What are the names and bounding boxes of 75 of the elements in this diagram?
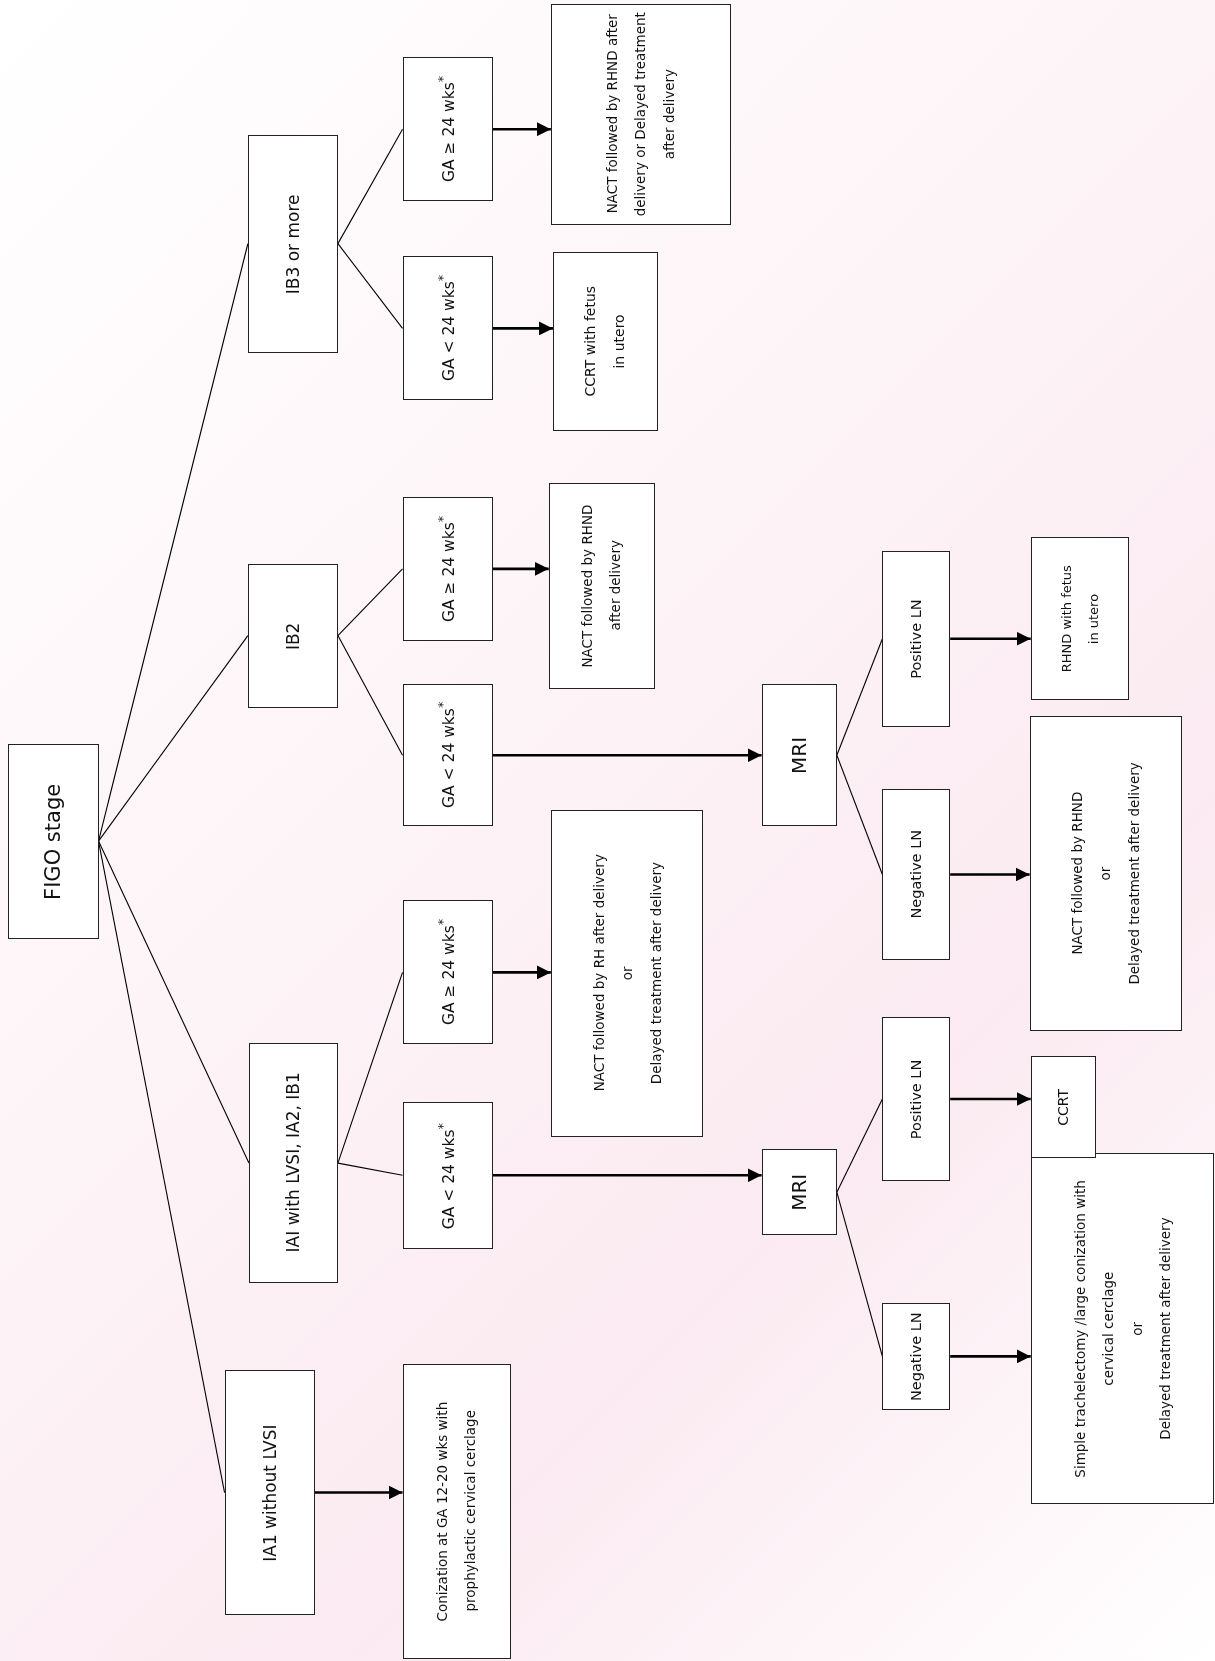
- process-box: [882, 1016, 951, 1182]
- node-text: RHND with fetus in utero: [1057, 564, 1102, 675]
- node-text: NACT followed by RHND after delivery: [578, 503, 625, 670]
- process-box: [402, 496, 493, 641]
- node-text: IB2: [281, 621, 304, 650]
- mri-box: [761, 684, 837, 827]
- process-box: [882, 550, 951, 727]
- arrow: [950, 1092, 1031, 1106]
- process-box: [402, 256, 493, 401]
- process-box: [1030, 1056, 1097, 1158]
- connector-line: [836, 1098, 883, 1193]
- arrow: [492, 965, 551, 980]
- process-box: [224, 1369, 315, 1616]
- process-box: [552, 252, 658, 432]
- node-text: Simple trachelectomy /large conization with cervical cerclage: [1070, 1178, 1117, 1480]
- process-box: [548, 483, 655, 689]
- connector-line: [337, 243, 404, 329]
- arrow: [492, 321, 553, 336]
- process-box: [1030, 1152, 1214, 1505]
- arrow: [950, 631, 1031, 646]
- arrow: [314, 1485, 403, 1500]
- arrow: [492, 1168, 762, 1183]
- arrow: [492, 748, 762, 763]
- arrow: [492, 561, 549, 576]
- process-box: [402, 900, 493, 1045]
- node-text: Delayed treatment after delivery: [1125, 762, 1144, 985]
- connector-line: [337, 971, 404, 1164]
- node-text: IAI with LVSI, IA2, IB1: [282, 1073, 305, 1254]
- node-text: Positive LN: [906, 599, 925, 679]
- node-text: NACT followed by RH after delivery: [589, 854, 608, 1093]
- node-text: NACT followed by RHND: [1068, 791, 1087, 955]
- connector-line: [97, 840, 250, 1164]
- node-text: MRI: [786, 736, 813, 774]
- mri-box: [761, 1149, 837, 1236]
- process-box: [248, 1043, 338, 1283]
- node-text: CCRT with fetus in utero: [580, 285, 629, 399]
- stage-box: [8, 743, 99, 939]
- process-box: [550, 4, 731, 225]
- node-text: or: [1127, 1321, 1146, 1336]
- node-text: CCRT: [1054, 1088, 1073, 1126]
- connector-line: [337, 128, 404, 245]
- process-box: [402, 57, 493, 202]
- arrow: [492, 122, 551, 137]
- process-box: [402, 1364, 511, 1659]
- connector-line: [337, 635, 404, 756]
- node-text: Conization at GA 12-20 wks with prophylactic cervical cerclage: [433, 1400, 480, 1624]
- connector-line: [337, 568, 404, 637]
- node-text: Delayed treatment after delivery: [646, 862, 665, 1085]
- arrow: [950, 1349, 1031, 1364]
- connector-line: [836, 1191, 883, 1357]
- process-box: [882, 789, 951, 960]
- connector-line: [836, 638, 883, 756]
- connector-line: [836, 754, 883, 875]
- connector-line: [337, 1162, 404, 1176]
- process-box: [1029, 716, 1183, 1031]
- process-box: [550, 810, 704, 1137]
- node-text: Negative LN: [906, 1312, 925, 1401]
- process-box: [882, 1302, 951, 1410]
- process-box: [402, 1101, 493, 1249]
- node-text: IB3 or more: [281, 193, 304, 294]
- node-text: or: [617, 966, 636, 981]
- process-box: [1030, 537, 1130, 701]
- process-box: [247, 563, 338, 708]
- node-text: Positive LN: [906, 1059, 925, 1139]
- process-box: [247, 134, 338, 353]
- node-text: FIGO stage: [39, 783, 66, 900]
- node-text: NACT followed by RHND after delivery or Delayed treatment after delivery: [603, 11, 679, 218]
- node-text: Negative LN: [906, 830, 925, 919]
- node-text: or: [1096, 866, 1115, 881]
- connector-line: [97, 635, 249, 842]
- node-text: MRI: [786, 1173, 813, 1211]
- node-text: Delayed treatment after delivery: [1155, 1217, 1174, 1440]
- process-box: [402, 684, 493, 827]
- arrow: [950, 867, 1030, 882]
- node-text: IA1 without LVSI: [258, 1423, 281, 1562]
